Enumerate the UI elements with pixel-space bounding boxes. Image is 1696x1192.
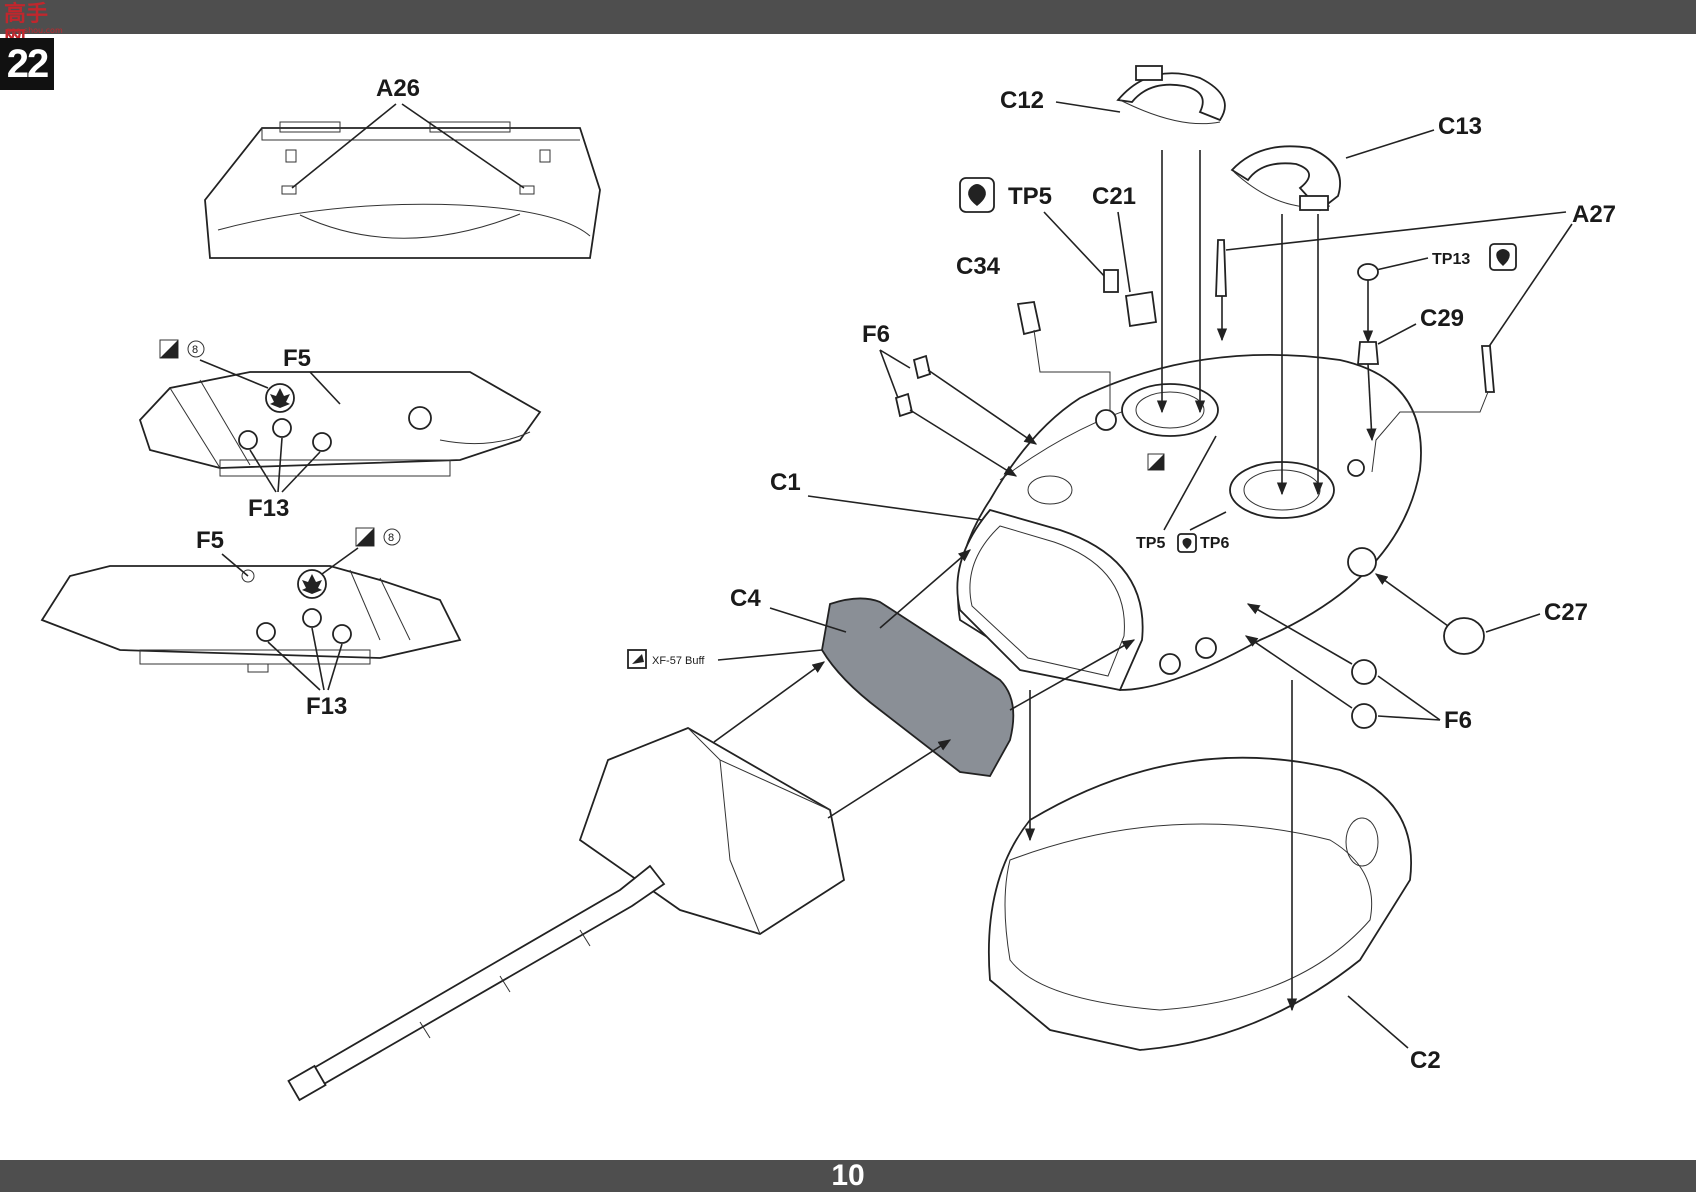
part-c27: [1443, 617, 1485, 655]
label-a27: A27: [1572, 201, 1616, 228]
label-c4: C4: [730, 585, 761, 612]
hull-rear-view: [204, 121, 601, 259]
bottom-bar: [0, 1160, 1696, 1192]
mantlet-cover-c4: [821, 597, 1015, 777]
top-bar: [0, 0, 1696, 34]
cupola-ring-c13: [1230, 145, 1341, 212]
cupola-ring-c12: [1116, 65, 1226, 125]
label-f5-bottom: F5: [196, 527, 224, 554]
label-c13: C13: [1438, 113, 1482, 140]
maple-leaf-decal: [270, 388, 290, 408]
label-c12: C12: [1000, 87, 1044, 114]
label-a26: A26: [376, 75, 420, 102]
page-number: 10: [831, 1159, 865, 1192]
label-c34: C34: [956, 253, 1001, 280]
label-c2: C2: [1410, 1047, 1441, 1074]
label-f6-right: F6: [1444, 707, 1472, 734]
gun-barrel: [287, 864, 666, 1102]
label-f5-top: F5: [283, 345, 311, 372]
label-tp5-combo: TP5: [1136, 535, 1165, 552]
logo-subtext: gao-shou.com: [6, 26, 63, 35]
label-f6-left: F6: [862, 321, 890, 348]
step-number: 22: [0, 38, 54, 90]
label-c1: C1: [770, 469, 801, 496]
paint-callout: XF-57 Buff: [652, 655, 705, 667]
label-tp13: TP13: [1432, 251, 1470, 268]
label-tp5: TP5: [1008, 183, 1052, 210]
label-f13-top: F13: [248, 495, 289, 522]
turret-bottom-c2: [987, 756, 1412, 1051]
maple-leaf-decal: [302, 574, 322, 594]
label-c29: C29: [1420, 305, 1464, 332]
hull-side-view-right: [138, 371, 542, 477]
hull-side-view-left: [40, 565, 462, 673]
label-tp6-combo: TP6: [1200, 535, 1229, 552]
label-c21: C21: [1092, 183, 1136, 210]
label-c27: C27: [1544, 599, 1588, 626]
label-f13-bottom: F13: [306, 693, 347, 720]
decal-number-8-top: 8: [192, 344, 198, 356]
decal-number-8-bottom: 8: [388, 532, 394, 544]
